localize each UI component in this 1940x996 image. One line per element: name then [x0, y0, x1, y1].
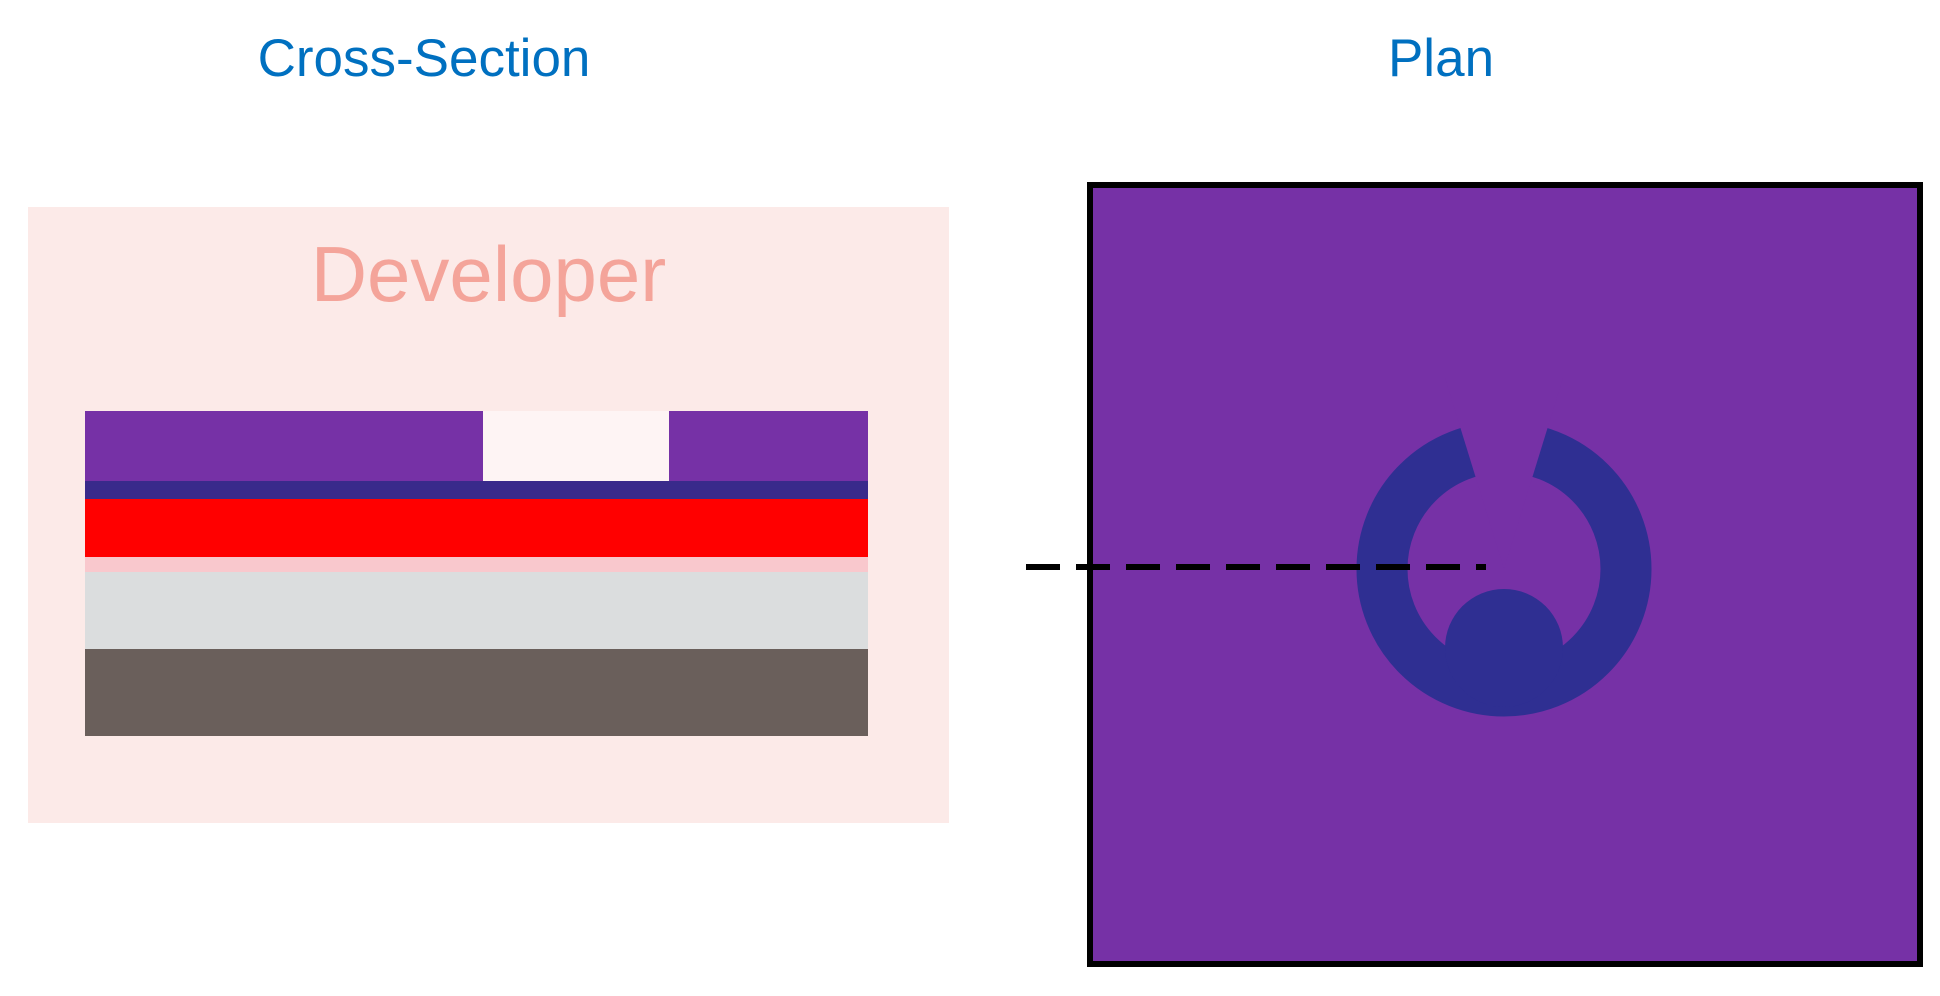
red-layer: [85, 499, 868, 557]
section-cut-line: [1026, 564, 1486, 570]
substrate-layer: [85, 649, 868, 736]
plan-view: [1087, 182, 1923, 967]
light-gray-layer: [85, 572, 868, 649]
cross-section-layer-stack: [85, 411, 868, 736]
pink-layer: [85, 557, 868, 572]
plan-title: Plan: [1387, 29, 1495, 88]
plan-field: [1087, 182, 1923, 967]
pattern-notch: [1445, 378, 1563, 569]
cross-section-title: Cross-Section: [257, 29, 591, 88]
resist-segment-left: [85, 411, 483, 481]
resist-layer: [85, 411, 868, 481]
developer-label: Developer: [310, 230, 667, 318]
resist-segment-right: [669, 411, 868, 481]
dark-underlayer: [85, 481, 868, 499]
pattern-dot: [1445, 589, 1563, 707]
developed-opening: [483, 411, 669, 481]
